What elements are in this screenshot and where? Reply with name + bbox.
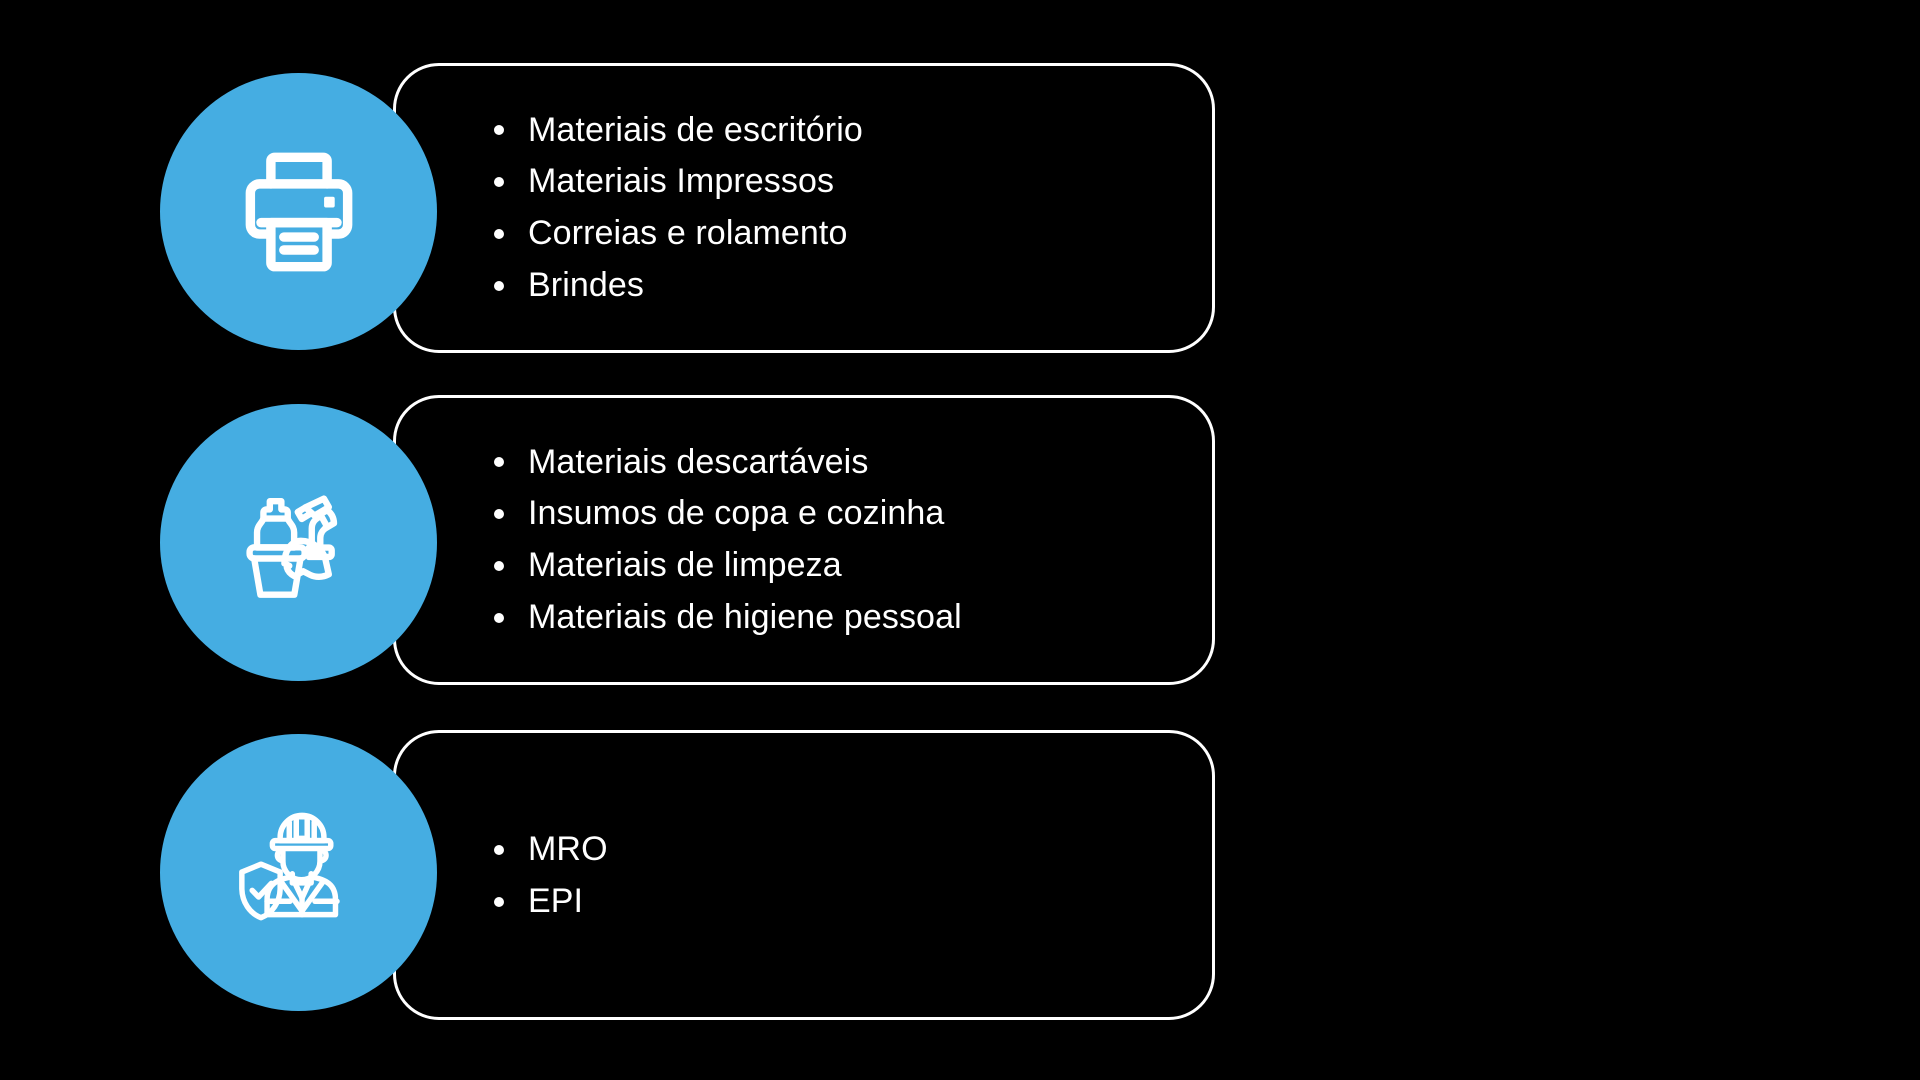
list-item-label: Materiais de limpeza [528, 546, 842, 584]
category-icon-badge-cleaning [160, 404, 437, 681]
cleaning-supplies-icon [245, 494, 337, 598]
list-item-label: Insumos de copa e cozinha [528, 494, 945, 533]
list-item: Brindes [494, 260, 1212, 312]
category-icon-badge-office [160, 73, 437, 350]
bullet-icon [494, 228, 504, 239]
list-item-label: EPI [528, 882, 584, 920]
bullet-icon [494, 509, 504, 520]
category-list-safety: MRO EPI [396, 822, 1212, 927]
list-item: Materiais descartáveis [494, 437, 1212, 489]
list-item-label: Materiais Impressos [528, 162, 835, 201]
bullet-icon [494, 896, 504, 907]
bullet-icon [494, 612, 504, 623]
list-item-label: MRO [528, 830, 608, 869]
list-item-label: Materiais de escritório [528, 110, 863, 149]
bullet-icon [494, 845, 504, 856]
category-icon-badge-safety [160, 734, 437, 1011]
bullet-icon [494, 457, 504, 468]
list-item-label: Materiais descartáveis [528, 442, 869, 481]
list-item-label: Brindes [528, 265, 644, 304]
list-item: Materiais Impressos [494, 156, 1212, 208]
category-list-cleaning: Materiais descartáveis Insumos de copa e… [396, 437, 1212, 644]
list-item: Materiais de higiene pessoal [494, 592, 1212, 644]
list-item: Insumos de copa e cozinha [494, 488, 1212, 540]
list-item-label: Materiais de higiene pessoal [528, 597, 962, 636]
list-item: Correias e rolamento [494, 208, 1212, 260]
list-item: EPI [494, 876, 1212, 928]
bullet-icon [494, 177, 504, 188]
safety-worker-icon [238, 812, 340, 920]
list-item: MRO [494, 824, 1212, 876]
bullet-icon [494, 280, 504, 291]
category-card-cleaning: Materiais descartáveis Insumos de copa e… [393, 395, 1215, 685]
category-card-safety: MRO EPI [393, 730, 1215, 1020]
bullet-icon [494, 125, 504, 136]
category-list-office: Materiais de escritório Materiais Impres… [396, 105, 1212, 312]
bullet-icon [494, 560, 504, 571]
list-item: Materiais de limpeza [494, 540, 1212, 592]
category-card-office: Materiais de escritório Materiais Impres… [393, 63, 1215, 353]
list-item: Materiais de escritório [494, 105, 1212, 157]
list-item-label: Correias e rolamento [528, 214, 848, 252]
printer-icon [245, 152, 352, 271]
